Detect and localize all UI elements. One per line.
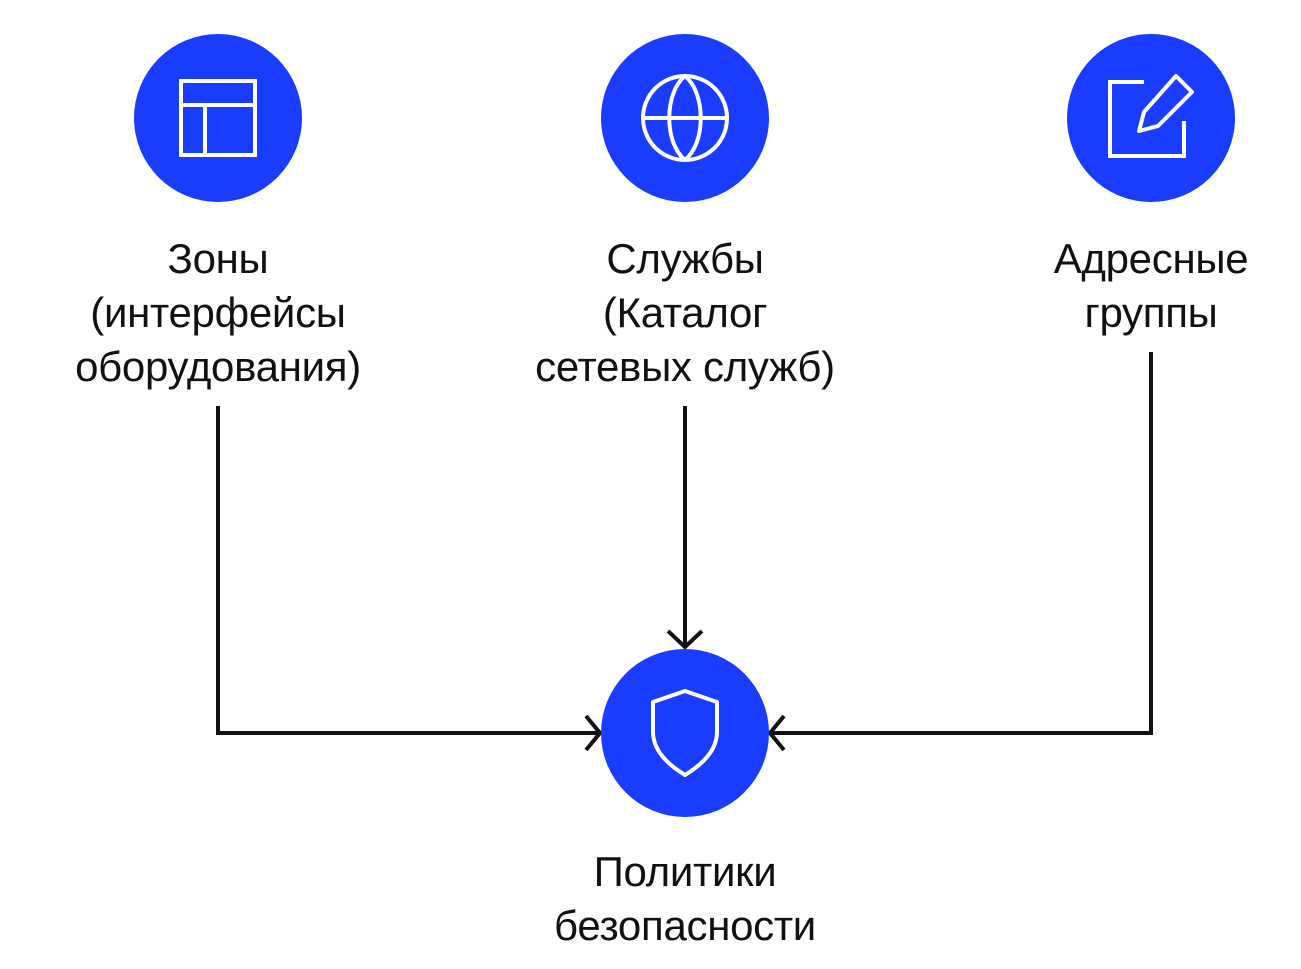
arrowhead-right-in — [767, 714, 786, 752]
globe-icon — [641, 74, 729, 162]
layout-panel-icon — [179, 79, 257, 157]
zones-label-line: Зоны — [167, 235, 269, 282]
arrowhead-top-in — [666, 629, 704, 650]
services-node — [601, 34, 769, 202]
services-label: Службы (Каталог сетевых служб) — [485, 232, 885, 394]
zones-label: Зоны (интерфейсы оборудования) — [18, 232, 418, 394]
zones-node — [134, 34, 302, 202]
zones-label-line: оборудования) — [75, 343, 361, 390]
security-policies-label-line: безопасности — [554, 902, 816, 949]
security-policies-node — [601, 649, 769, 817]
security-policies-label-line: Политики — [593, 848, 777, 895]
address-groups-label: Адресные группы — [951, 232, 1301, 340]
arrowhead-left-in — [584, 714, 603, 752]
address-groups-node — [1067, 34, 1235, 202]
shield-icon — [651, 689, 719, 777]
edge-address-to-policy — [770, 352, 1153, 735]
services-label-line: сетевых служб) — [535, 343, 835, 390]
services-label-line: Службы — [606, 235, 764, 282]
pencil-edit-icon — [1108, 74, 1194, 158]
zones-label-line: (интерфейсы — [90, 289, 346, 336]
security-policies-label: Политики безопасности — [485, 845, 885, 953]
address-groups-label-line: группы — [1084, 289, 1218, 336]
services-label-line: (Каталог — [602, 289, 768, 336]
edge-zones-to-policy — [216, 406, 600, 735]
address-groups-label-line: Адресные — [1053, 235, 1249, 282]
